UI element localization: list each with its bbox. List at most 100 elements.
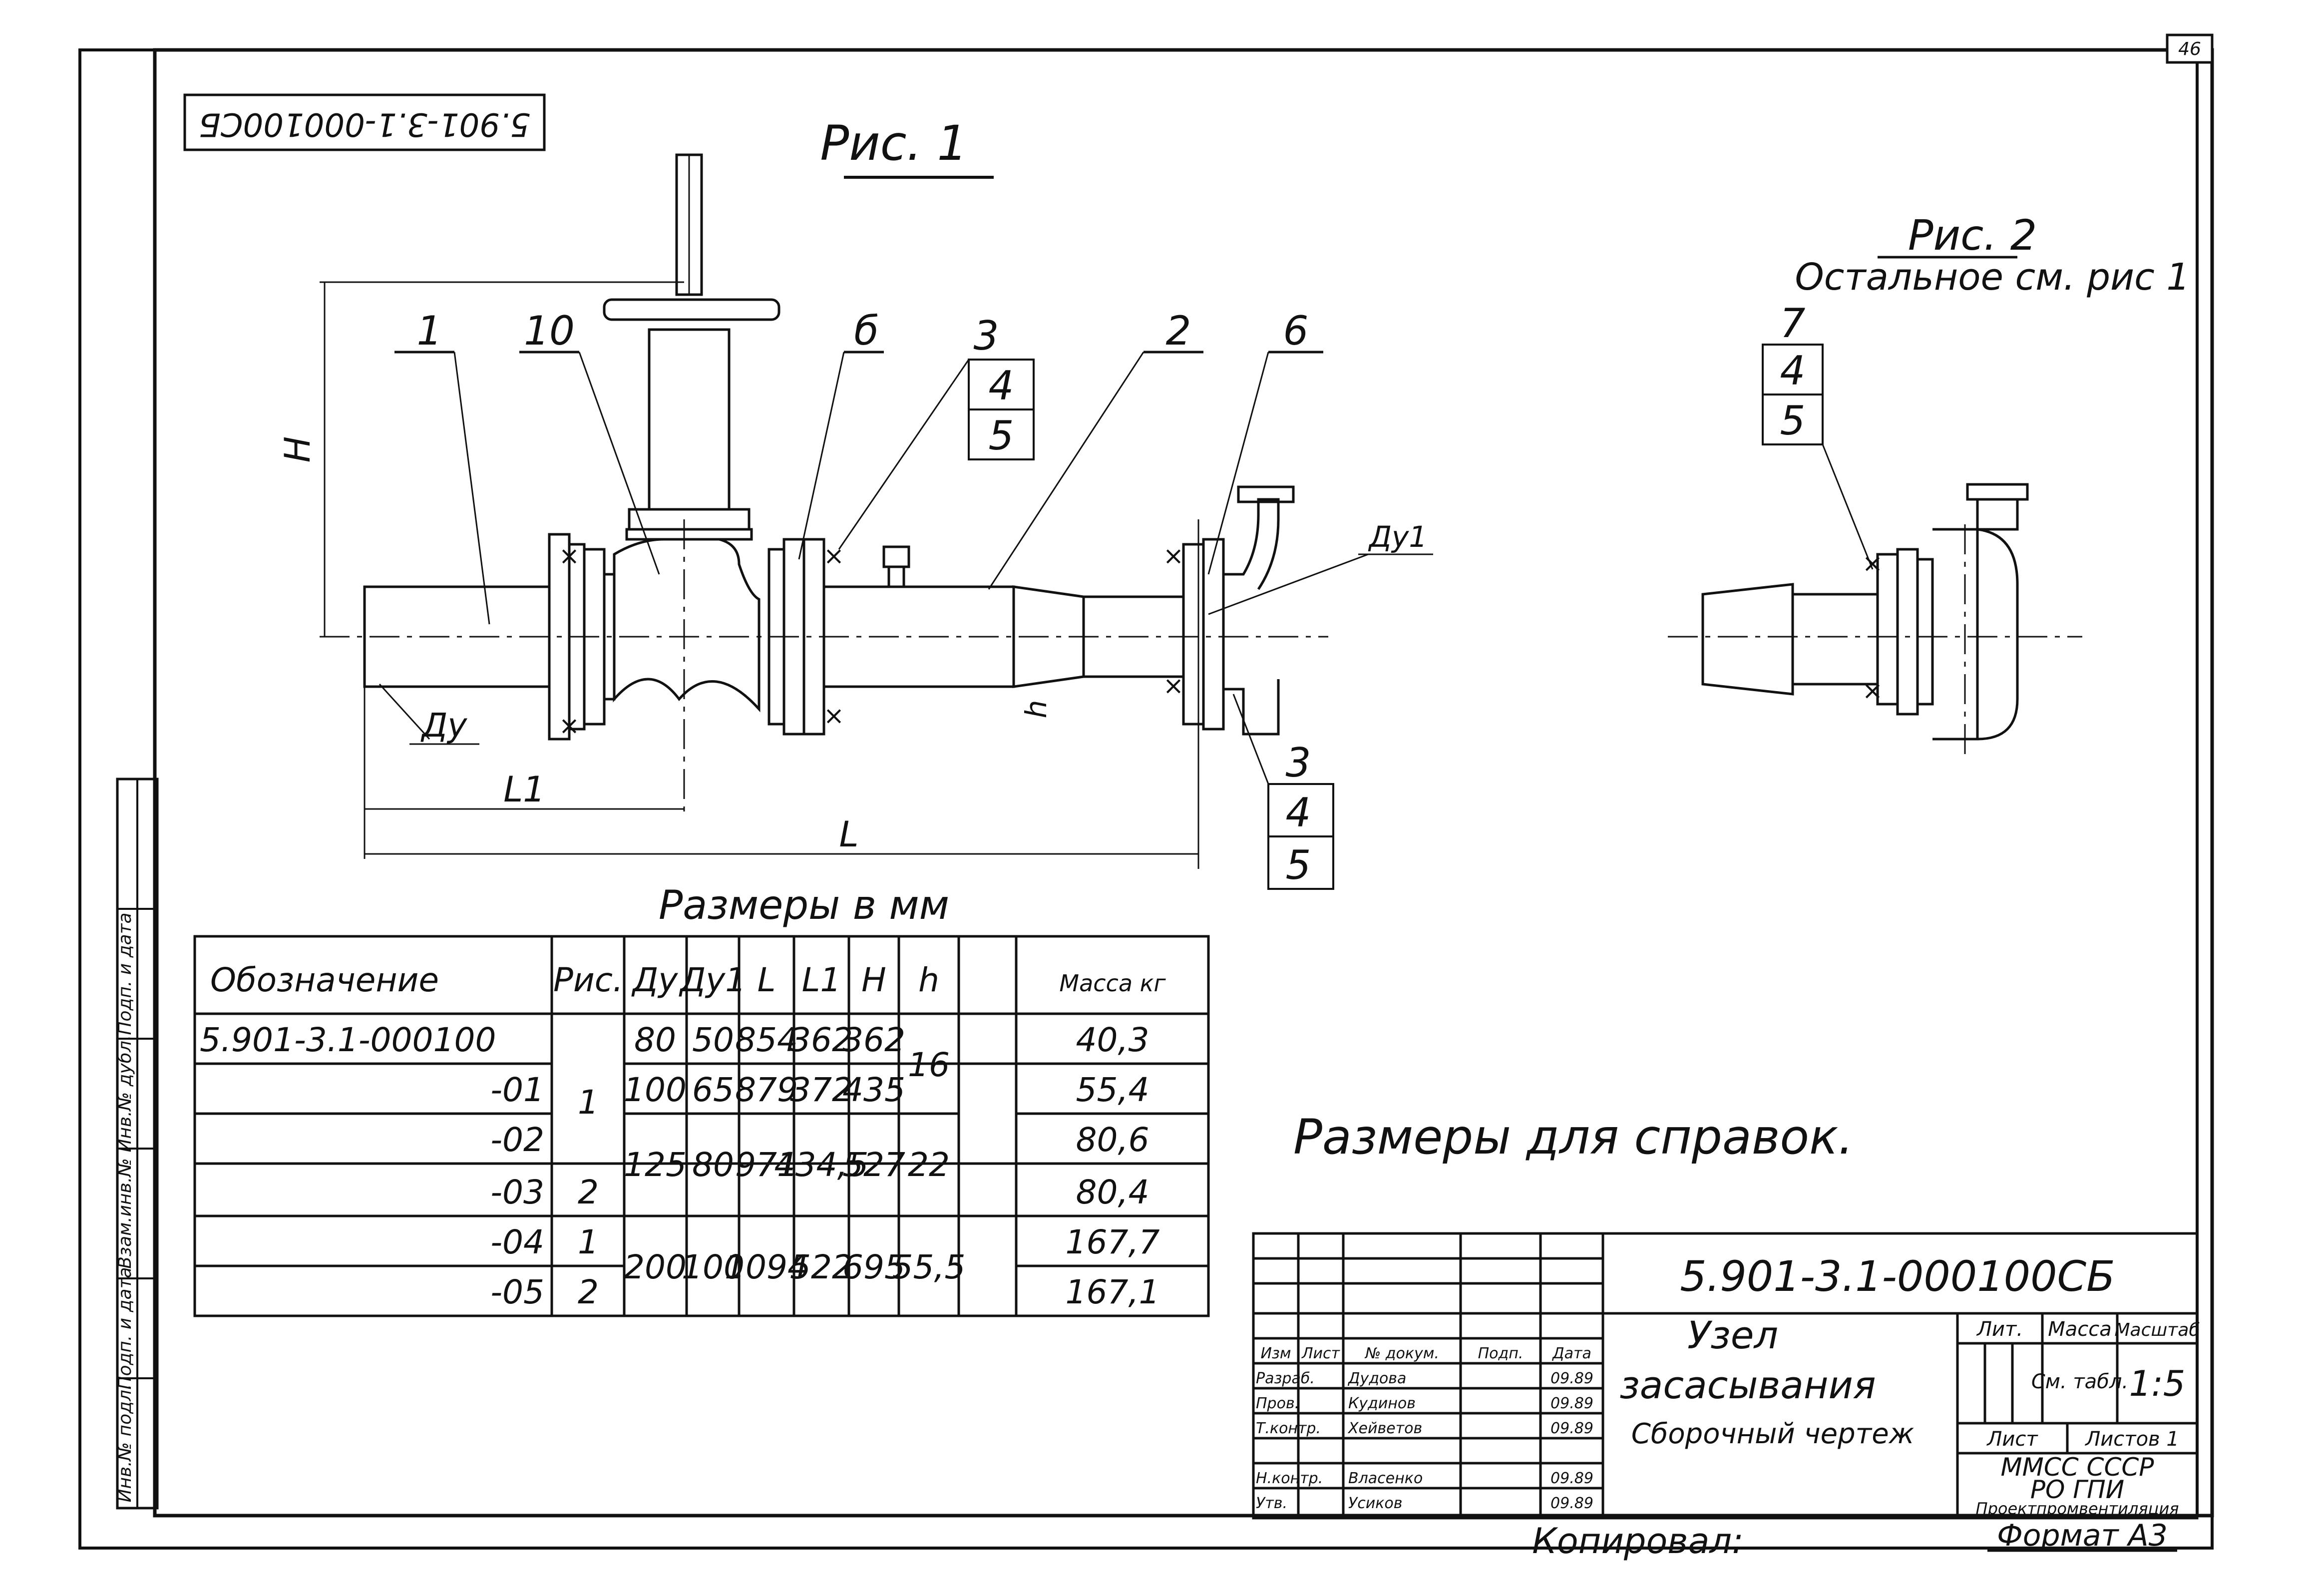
tb-role: Т.контр. <box>1256 1420 1321 1437</box>
cell-mass: 167,7 <box>1066 1223 1160 1261</box>
svg-text:×: × <box>823 701 844 730</box>
tb-name: Хейветов <box>1347 1420 1422 1437</box>
fig2-callout-5: 5 <box>1780 398 1806 444</box>
table-row: -03 2 80,4 <box>490 1173 1149 1211</box>
figure-1: Рис. 1 <box>277 115 1433 890</box>
cell-h: 22 <box>908 1146 950 1184</box>
cell-fig: 1 <box>578 1083 599 1122</box>
svg-text:×: × <box>1862 549 1883 578</box>
tb-sheets-label: Листов 1 <box>2084 1428 2179 1451</box>
format-label: Формат А3 <box>1997 1518 2168 1553</box>
tb-sheet-label: Лист <box>1986 1428 2038 1451</box>
cell-H: 362 <box>842 1021 905 1059</box>
side-stamp-label: Инв.№ дубл. <box>115 1035 135 1153</box>
dimensions-table: Размеры в мм <box>193 882 1210 1317</box>
title-block: 5.901-3.1-000100СБ Узел засасывания Сбор… <box>1252 1232 2200 1520</box>
tb-date: 09.89 <box>1550 1420 1593 1437</box>
cell-L: 1094 <box>725 1248 808 1286</box>
cell-designation: -03 <box>490 1173 544 1211</box>
tb-header: Лист <box>1301 1345 1341 1362</box>
valve-body <box>613 538 761 713</box>
tb-org-line2: РО ГПИ <box>2030 1475 2124 1504</box>
table-header: Ду <box>631 961 679 999</box>
cell-h: 55,5 <box>892 1248 966 1286</box>
tb-name: Власенко <box>1348 1470 1423 1487</box>
callout-5-upper: 5 <box>989 412 1014 459</box>
callout-4-upper: 4 <box>989 363 1014 409</box>
tb-date: 09.89 <box>1550 1395 1593 1412</box>
title-name-line3: Сборочный чертеж <box>1631 1418 1914 1450</box>
dim-L: L <box>839 814 859 855</box>
cell-designation: -02 <box>490 1121 544 1159</box>
tb-header: № докум. <box>1364 1345 1439 1362</box>
cell-designation: -01 <box>490 1071 544 1109</box>
cell-fig: 2 <box>578 1173 599 1211</box>
table-caption: Размеры в мм <box>659 882 949 928</box>
cell-L: 879 <box>735 1071 798 1109</box>
fig2-subtitle: Остальное см. рис 1 <box>1795 256 2190 299</box>
cell-designation: 5.901-3.1-000100 <box>200 1021 496 1059</box>
tb-role: Утв. <box>1256 1495 1287 1512</box>
tb-person-row: Утв. Усиков 09.89 <box>1256 1495 1593 1512</box>
tb-name: Дудова <box>1347 1370 1406 1387</box>
cell-mass: 80,6 <box>1076 1121 1150 1159</box>
cell-L: 971 <box>735 1146 798 1184</box>
svg-text:×: × <box>1163 671 1184 700</box>
tb-role: Пров. <box>1256 1395 1299 1412</box>
tb-name: Кудинов <box>1348 1395 1416 1412</box>
cell-designation: -05 <box>490 1273 544 1311</box>
tb-header: Подп. <box>1478 1345 1524 1362</box>
cell-dy: 200 <box>624 1248 687 1286</box>
svg-text:×: × <box>559 541 580 570</box>
cell-dy: 125 <box>624 1146 687 1184</box>
tb-scale-value: 1:5 <box>2129 1363 2186 1404</box>
page-number: 46 <box>2178 39 2201 59</box>
cell-mass: 40,3 <box>1076 1021 1150 1059</box>
cell-dy1: 80 <box>692 1146 734 1184</box>
side-stamp-label: Подп. и дата <box>115 1267 135 1389</box>
table-header: Ду1 <box>679 961 747 999</box>
callout-6: 6 <box>1283 308 1309 354</box>
title-code: 5.901-3.1-000100СБ <box>1680 1252 2115 1301</box>
tb-mass-label: Масса <box>2048 1318 2112 1341</box>
page-number-box <box>2166 33 2214 64</box>
side-stamp-label: Взам.инв.№ <box>115 1158 135 1269</box>
dim-Dy1: Ду1 <box>1368 520 1428 554</box>
title-name-line2: засасывания <box>1619 1363 1876 1407</box>
cell-H: 695 <box>842 1248 905 1286</box>
cell-L1: 372 <box>790 1071 853 1109</box>
fig2-title: Рис. 2 <box>1908 211 2037 260</box>
table-row: -01 100 65 879 372 435 55,4 <box>490 1071 1149 1109</box>
valve-yoke <box>648 328 731 511</box>
cell-L1: 362 <box>790 1021 853 1059</box>
rotated-code-box <box>183 93 546 151</box>
cell-mass: 80,4 <box>1076 1173 1150 1211</box>
copied-by: Копировал: <box>1532 1521 1744 1562</box>
table-row: -02 80,6 <box>490 1121 1149 1159</box>
callout-5-lower: 5 <box>1286 842 1311 888</box>
cell-dy1: 50 <box>692 1021 734 1059</box>
callout-3-upper: 3 <box>974 313 999 359</box>
tb-date: 09.89 <box>1550 1370 1593 1387</box>
cell-H: 527 <box>842 1146 905 1184</box>
svg-text:×: × <box>559 711 580 740</box>
fig2-pump-casing <box>1932 528 1979 741</box>
cell-mass: 167,1 <box>1066 1273 1160 1311</box>
tb-role: Н.контр. <box>1256 1470 1323 1487</box>
tb-lit-label: Лит. <box>1976 1318 2023 1341</box>
cell-dy1: 100 <box>682 1248 745 1286</box>
tb-name: Усиков <box>1348 1495 1402 1512</box>
tb-header: Изм <box>1260 1345 1291 1362</box>
tb-header: Дата <box>1551 1345 1591 1362</box>
tb-scale-label: Масштаб <box>2114 1320 2200 1340</box>
svg-text:×: × <box>1862 676 1883 705</box>
callout-10: 10 <box>524 308 575 354</box>
table-header: H <box>861 961 886 999</box>
bonnet-flange <box>628 508 751 531</box>
fig2-callout-4: 4 <box>1780 348 1806 394</box>
table-header: Масса кг <box>1059 970 1166 997</box>
table-header: Рис. <box>553 961 623 999</box>
cell-L: 854 <box>735 1021 798 1059</box>
table-row: 5.901-3.1-000100 80 50 854 362 362 40,3 <box>200 1021 1149 1059</box>
